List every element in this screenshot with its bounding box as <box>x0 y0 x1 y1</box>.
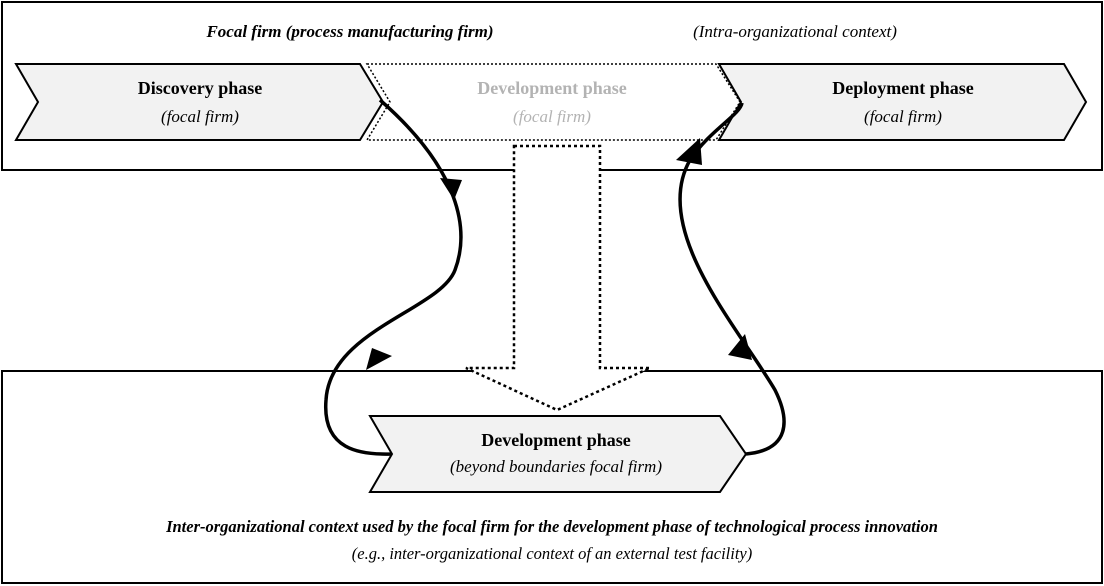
inter-organizational-title: Inter-organizational context used by the… <box>165 517 938 536</box>
transfer-out-arrowhead-upper <box>440 178 462 200</box>
development-phase-external-title: Development phase <box>481 430 631 450</box>
focal-firm-title: Focal firm (process manufacturing firm) <box>205 22 493 41</box>
discovery-phase-chevron <box>14 63 385 141</box>
development-phase-internal-title: Development phase <box>477 78 627 98</box>
development-phase-external-subtitle: (beyond boundaries focal firm) <box>450 457 662 476</box>
discovery-phase-title: Discovery phase <box>138 78 263 98</box>
transfer-out-arrowhead-lower <box>366 348 392 370</box>
deployment-phase-subtitle: (focal firm) <box>864 107 942 126</box>
development-phase-external-chevron <box>368 415 748 493</box>
development-phase-internal-chevron <box>365 63 741 141</box>
transfer-back-arrowhead-upper <box>676 138 702 165</box>
inter-organizational-example: (e.g., inter-organizational context of a… <box>352 544 752 563</box>
dotted-down-arrow <box>465 144 651 412</box>
transfer-out-curve <box>324 98 463 456</box>
deployment-phase-title: Deployment phase <box>832 78 974 98</box>
development-phase-internal-subtitle: (focal firm) <box>513 107 591 126</box>
intra-organizational-label: (Intra-organizational context) <box>693 22 897 41</box>
transfer-back-arrowhead-lower <box>728 334 752 360</box>
transfer-back-curve <box>678 102 786 456</box>
deployment-phase-chevron <box>717 63 1088 141</box>
discovery-phase-subtitle: (focal firm) <box>161 107 239 126</box>
